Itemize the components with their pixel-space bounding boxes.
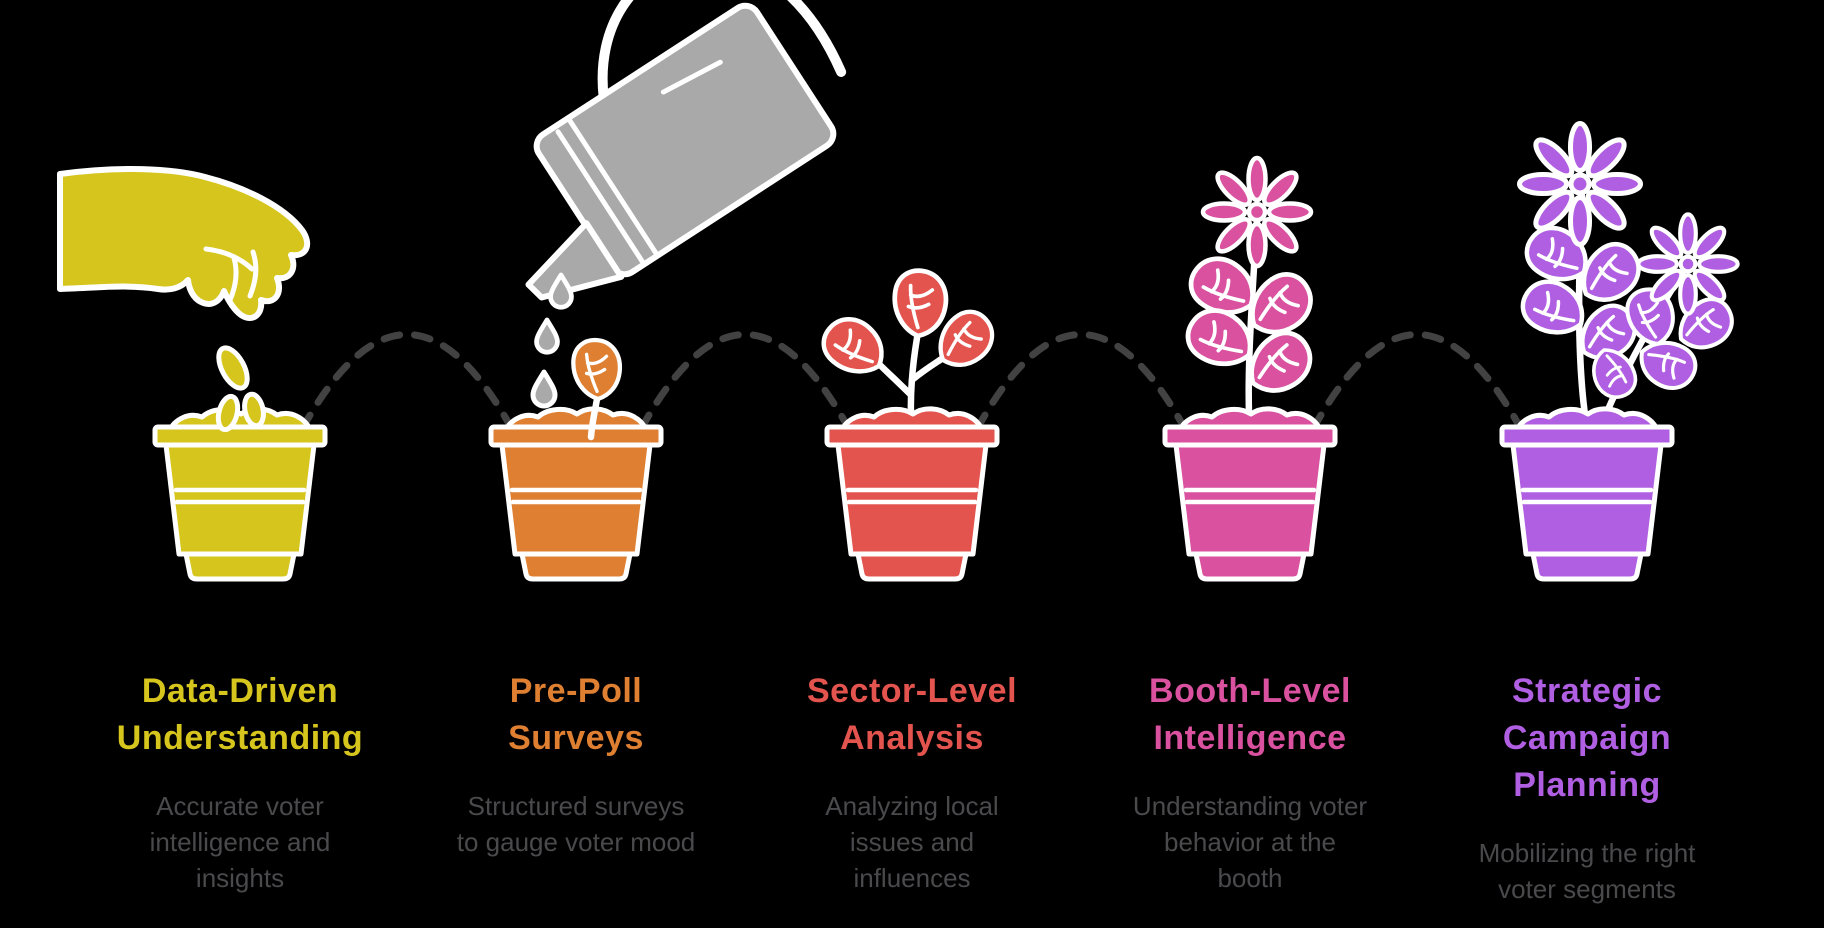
stage-2-illustration (424, 0, 847, 579)
stage-1-subtitle: Accurate voter intelligence and insights (149, 791, 331, 893)
pot-icon-stage-2 (491, 409, 661, 579)
connector-arc-2 (637, 331, 853, 433)
pot-icon-stage-1 (155, 409, 325, 579)
stage-3-illustration (815, 268, 1003, 579)
seeds-on-soil-icon (215, 391, 266, 433)
stage-3-column: Sector-Level Analysis Analyzing local is… (732, 668, 1092, 896)
stage-2-column: Pre-Poll Surveys Structured surveys to g… (396, 668, 756, 860)
connector-arc-3 (973, 331, 1189, 433)
stage-2-title: Pre-Poll Surveys (508, 672, 644, 757)
stage-1-column: Data-Driven Understanding Accurate voter… (60, 668, 420, 896)
flower-icon (1638, 214, 1737, 313)
stage-4-column: Booth-Level Intelligence Understanding v… (1070, 668, 1430, 896)
stage-4-illustration (1165, 158, 1335, 579)
stage-1-illustration (57, 166, 325, 579)
hand-planting-icon (57, 166, 311, 321)
stage-2-subtitle: Structured surveys to gauge voter mood (456, 791, 696, 857)
pot-icon-stage-3 (827, 409, 997, 579)
stage-5-subtitle: Mobilizing the right voter segments (1478, 838, 1696, 904)
stage-5-column: Strategic Campaign Planning Mobilizing t… (1407, 668, 1767, 907)
stage-4-title: Booth-Level Intelligence (1149, 672, 1351, 757)
full-bloom-plant-icon (1515, 124, 1741, 438)
connector-arc-4 (1309, 331, 1525, 433)
flower-icon (1203, 158, 1311, 266)
stage-3-title: Sector-Level Analysis (806, 672, 1018, 757)
stage-5-title: Strategic Campaign Planning (1502, 672, 1672, 804)
sprout-icon (573, 340, 620, 441)
flowering-plant-icon (1179, 158, 1321, 438)
flower-icon (1520, 124, 1641, 245)
stage-4-subtitle: Understanding voter behavior at the boot… (1132, 791, 1368, 893)
stage-3-subtitle: Analyzing local issues and influences (825, 791, 999, 893)
pot-icon-stage-5 (1502, 409, 1672, 579)
stage-5-illustration (1502, 124, 1740, 579)
pot-icon-stage-4 (1165, 409, 1335, 579)
watering-can-icon (525, 0, 847, 301)
stage-1-title: Data-Driven Understanding (116, 672, 364, 757)
connector-arc-1 (298, 331, 516, 433)
seed-icon (216, 345, 250, 391)
